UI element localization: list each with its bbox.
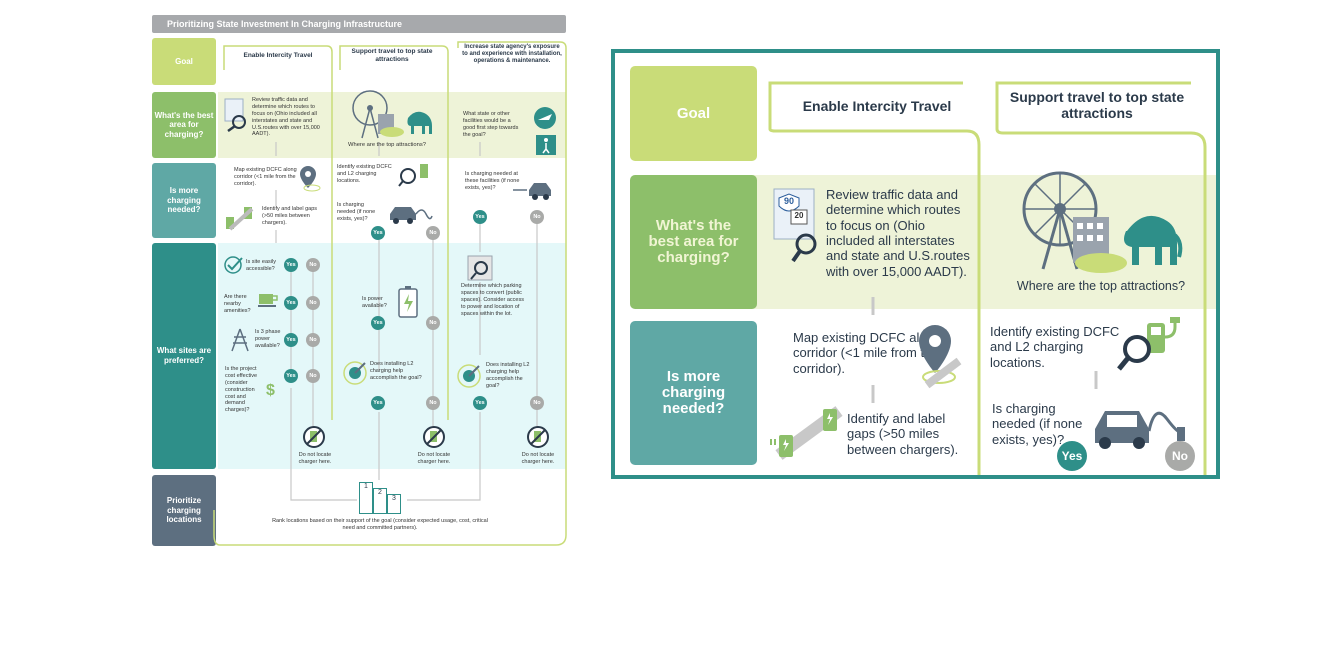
col2-l2-text: Does installing L2 charging help accompl… (370, 361, 422, 381)
parking-lot-icon (467, 255, 493, 281)
col1-identify-gaps-text: Identify and label gaps (>50 miles betwe… (262, 206, 318, 226)
chargers-icon (226, 207, 254, 231)
zoom-frame: Goal What's the best area for charging? … (611, 49, 1220, 479)
do-not-locate-col3: Do not locate charger here. (521, 452, 555, 465)
zoom-review-text: Review traffic data and determine which … (826, 187, 970, 279)
zoom-identify-existing-text: Identify existing DCFC and L2 charging l… (990, 324, 1120, 370)
podium-icon: 1 2 3 (357, 482, 403, 514)
no-charger-icon-col3 (527, 426, 549, 448)
zoom-needed-yes: Yes (1057, 441, 1087, 471)
l2-plug-icon-col3 (457, 364, 481, 388)
do-not-locate-col2: Do not locate charger here. (417, 452, 451, 465)
dollar-icon: $ (266, 382, 275, 399)
row-prioritize: Prioritize charging locations (152, 475, 216, 546)
col3-needed-yes: Yes (473, 210, 487, 224)
ev-car-icon (390, 207, 433, 224)
zoom-col1-header: Enable Intercity Travel (802, 98, 952, 114)
preferred-band (218, 243, 566, 469)
col2-identify-existing-text: Identify existing DCFC and L2 charging l… (337, 164, 392, 184)
coffee-icon (258, 294, 278, 307)
zoom-route-signs-icon: 90 20 (773, 188, 819, 268)
col2-is-needed-text: Is charging needed (if none exists, yes)… (337, 202, 376, 222)
row-goal: Goal (152, 38, 216, 85)
col3-best-area-text: What state or other facilities would be … (463, 111, 519, 138)
col2-l2-yes: Yes (371, 396, 385, 410)
zoom-identify-gaps-text: Identify and label gaps (>50 miles betwe… (847, 411, 959, 457)
zoom-col2-header: Support travel to top state attractions (1009, 89, 1185, 122)
podium-1: 1 (359, 482, 373, 514)
route-signs-icon (224, 98, 246, 132)
q4-yes: Yes (284, 369, 298, 383)
q-accessible-text: Is site easily accessible? (246, 259, 276, 272)
battery-icon (398, 286, 418, 318)
col3-is-needed-text: Is charging needed at these facilities (… (465, 171, 520, 191)
route-sign-90: 90 (783, 196, 794, 206)
charger-search-icon (398, 164, 428, 187)
zoom-chargers-icon (770, 406, 843, 460)
zoom-row-best-area: What's the best area for charging? (630, 175, 757, 309)
power-tower-icon (231, 328, 249, 352)
q4-no: No (306, 369, 320, 383)
zoom-row-goal: Goal (630, 66, 757, 161)
no-charger-icon (303, 426, 325, 448)
q3-no: No (306, 333, 320, 347)
col2-power-no: No (426, 316, 440, 330)
q-three-phase-text: Is 3 phase power available? (255, 329, 281, 349)
col2-header: Support travel to top state attractions (351, 48, 433, 63)
col2-l2-no: No (426, 396, 440, 410)
row-best-area: What's the best area for charging? (152, 92, 216, 158)
l2-plug-icon (343, 361, 367, 385)
flowchart-title: Prioritizing State Investment In Chargin… (152, 15, 566, 33)
ev-car-icon-col3 (513, 183, 551, 200)
q-cost-effective-text: Is the project cost effective (consider … (225, 366, 257, 414)
col3-l2-text: Does installing L2 charging help accompl… (486, 362, 530, 389)
do-not-locate-col1: Do not locate charger here. (298, 452, 332, 465)
row-more-charging: Is more charging needed? (152, 163, 216, 238)
col3-l2-yes: Yes (473, 396, 487, 410)
col2-power-yes: Yes (371, 316, 385, 330)
rank-text: Rank locations based on their support of… (272, 518, 488, 531)
col2-needed-yes: Yes (371, 226, 385, 240)
col2-power-text: Is power available? (362, 296, 387, 309)
zoom-needed-no: No (1165, 441, 1195, 471)
col3-parking-text: Determine which parking spaces to conver… (461, 283, 524, 317)
col3-l2-no: No (530, 396, 544, 410)
zoom-map-dcfc-text: Map existing DCFC along corridor (<1 mil… (793, 330, 942, 376)
q1-yes: Yes (284, 258, 298, 272)
zoom-ferris-wheel-icon (1022, 171, 1183, 273)
no-charger-icon-col2 (423, 426, 445, 448)
col1-header: Enable Intercity Travel (243, 52, 313, 59)
row-preferred: What sites are preferred? (152, 243, 216, 469)
zoom-map-pin-icon (919, 325, 962, 389)
ferris-wheel-icon (352, 90, 432, 139)
col2-needed-no: No (426, 226, 440, 240)
col1-map-dcfc-text: Map existing DCFC along corridor (<1 mil… (234, 167, 297, 187)
zoom-is-needed-text: Is charging needed (if none exists, yes)… (992, 401, 1083, 447)
airport-icon (534, 107, 556, 155)
q3-yes: Yes (284, 333, 298, 347)
map-pin-icon (300, 166, 321, 192)
podium-2: 2 (373, 488, 387, 514)
q1-no: No (306, 258, 320, 272)
col1-best-area-text: Review traffic data and determine which … (252, 97, 320, 138)
zoom-attractions-text: Where are the top attractions? (1016, 279, 1186, 293)
q-amenities-text: Are there nearby amenities? (224, 294, 251, 314)
col2-best-area-text: Where are the top attractions? (348, 142, 426, 148)
col3-header: Increase state agency's exposure to and … (462, 44, 562, 65)
q2-yes: Yes (284, 296, 298, 310)
route-sign-20: 20 (794, 211, 804, 220)
zoom-row-more-charging: Is more charging needed? (630, 321, 757, 465)
zoom-connectors (768, 81, 1207, 475)
zoom-ev-car-icon (1095, 411, 1185, 449)
checkmark-icon (224, 256, 243, 274)
podium-3: 3 (387, 494, 401, 514)
q2-no: No (306, 296, 320, 310)
zoom-charger-search-icon (1117, 317, 1180, 371)
col3-needed-no: No (530, 210, 544, 224)
